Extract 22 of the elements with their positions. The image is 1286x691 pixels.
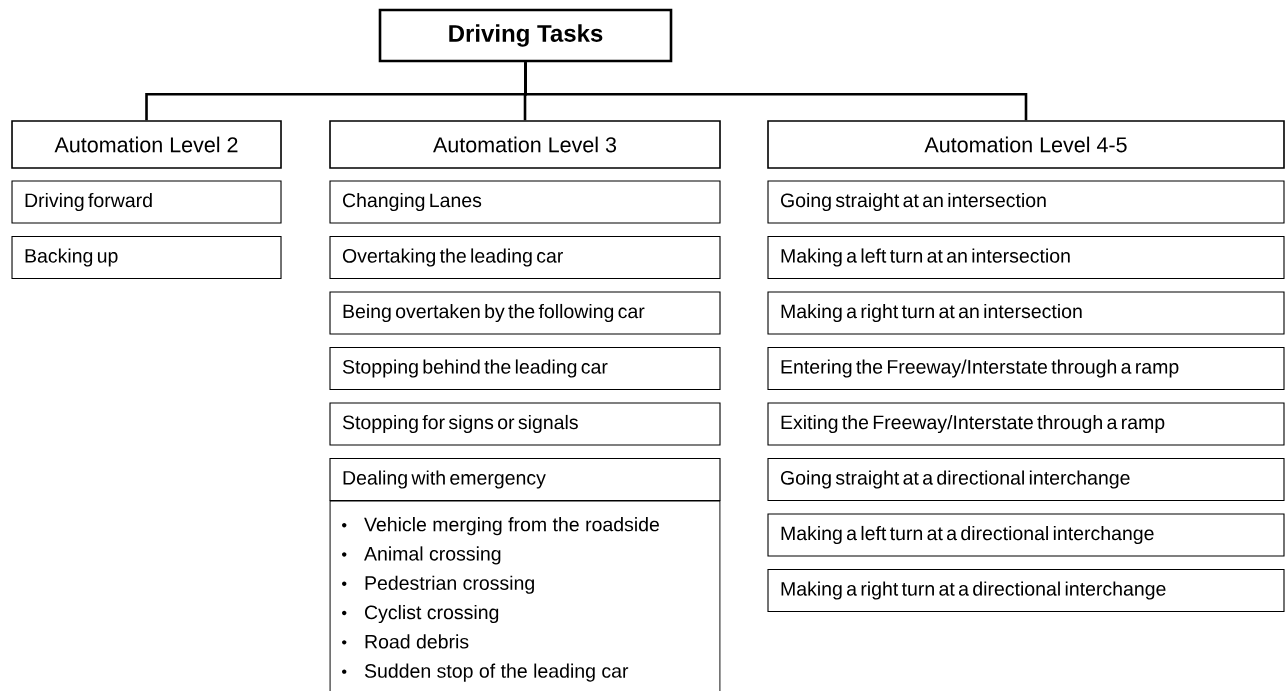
connector-line xyxy=(524,62,1028,121)
task-box: Going straight at an intersection xyxy=(767,180,1285,224)
task-box: Backing up xyxy=(11,235,282,280)
task-box: Entering the Freeway/Interstate through a ramp xyxy=(767,346,1285,391)
task-box: Driving forward xyxy=(11,180,282,224)
task-box: Stopping behind the leading car xyxy=(329,346,721,391)
task-box: Making a left turn at an intersection xyxy=(767,235,1285,280)
task-box: Overtaking the leading car xyxy=(329,235,721,280)
task-box: Making a right turn at an intersection xyxy=(767,291,1285,335)
task-box: Going straight at a directional interchange xyxy=(767,457,1285,502)
task-box: Making a right turn at a directional interchange xyxy=(767,568,1285,613)
bullet-list-box: Vehicle merging from the roadside Animal crossing Pedestrian crossing Cyclist crossing Road debris Sudden stop of the leading car xyxy=(329,500,721,691)
task-box: Being overtaken by the following car xyxy=(329,291,721,335)
task-box: Stopping for signs or signals xyxy=(329,402,721,446)
task-box: Making a left turn at a directional interchange xyxy=(767,513,1285,557)
level-header-box: Automation Level 3 xyxy=(329,120,721,169)
task-box: Changing Lanes xyxy=(329,180,721,224)
level-header-box: Automation Level 4-5 xyxy=(767,120,1285,169)
title-box: Driving Tasks xyxy=(378,8,673,63)
task-box: Dealing with emergency xyxy=(329,457,721,502)
level-header-box: Automation Level 2 xyxy=(11,120,282,169)
task-box: Exiting the Freeway/Interstate through a ramp xyxy=(767,402,1285,446)
